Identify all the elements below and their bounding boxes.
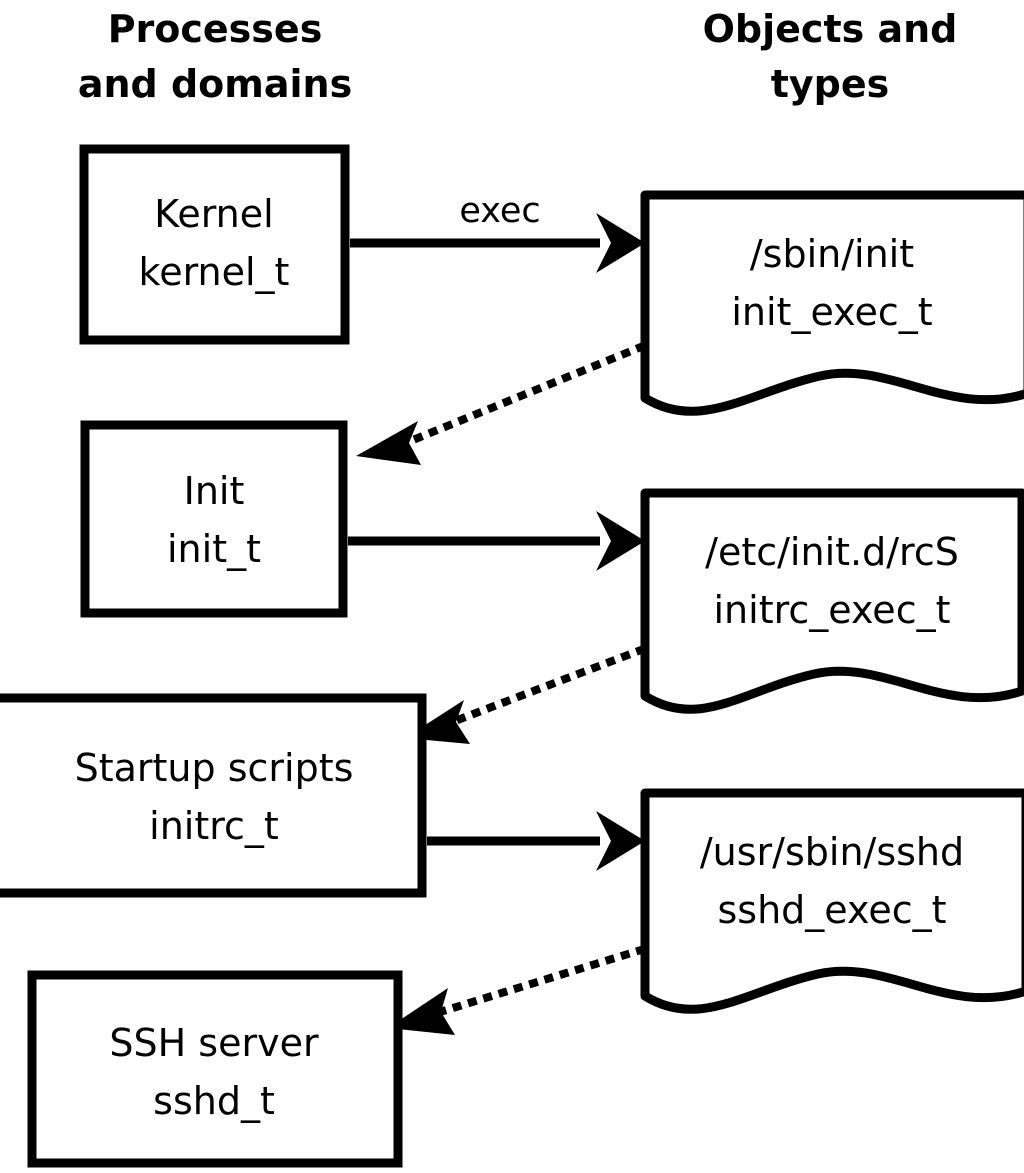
edge-sshd-transition-line xyxy=(434,944,647,1018)
column-heading-objects: Objects and types xyxy=(703,7,958,106)
edge-init-exec-rcs-arrowhead xyxy=(596,511,645,571)
object-node-sbin-init-line1: /sbin/init xyxy=(750,232,914,276)
object-node-sbin-init-shape xyxy=(640,190,1024,416)
edge-init-transition xyxy=(356,341,647,465)
object-node-etc-initd-rcs-line2: initrc_exec_t xyxy=(714,588,951,632)
process-node-ssh-server-line1: SSH server xyxy=(109,1021,319,1065)
process-node-startup-scripts-line1: Startup scripts xyxy=(75,746,354,790)
edge-kernel-exec-init-arrowhead xyxy=(596,213,645,273)
object-node-usr-sbin-sshd-line1: /usr/sbin/sshd xyxy=(700,830,964,874)
edge-label-exec: exec xyxy=(459,191,540,231)
object-node-usr-sbin-sshd-line2: sshd_exec_t xyxy=(717,888,946,932)
process-node-init-line2: init_t xyxy=(167,527,261,571)
edge-initrc-exec-sshd xyxy=(427,811,645,871)
process-node-kernel-line1: Kernel xyxy=(154,192,273,236)
process-node-kernel[interactable]: Kernel kernel_t xyxy=(79,144,350,345)
object-node-sbin-init[interactable]: /sbin/init init_exec_t xyxy=(640,190,1024,416)
process-node-init[interactable]: Init init_t xyxy=(80,420,348,618)
edge-sshd-transition xyxy=(388,944,647,1035)
edge-init-transition-arrowhead xyxy=(356,421,421,465)
edge-init-exec-rcs xyxy=(348,511,645,571)
process-node-startup-scripts-box xyxy=(0,693,427,898)
edge-kernel-exec-init: exec xyxy=(350,191,645,273)
column-heading-processes-line2: and domains xyxy=(78,62,352,106)
process-node-ssh-server[interactable]: SSH server sshd_t xyxy=(27,970,403,1168)
process-node-startup-scripts[interactable]: Startup scripts initrc_t xyxy=(0,693,427,898)
object-node-usr-sbin-sshd[interactable]: /usr/sbin/sshd sshd_exec_t xyxy=(640,788,1024,1014)
column-heading-processes: Processes and domains xyxy=(78,7,352,106)
process-node-init-line1: Init xyxy=(184,469,245,513)
edge-initrc-transition-line xyxy=(449,644,647,727)
process-node-ssh-server-box xyxy=(27,970,403,1168)
edge-init-transition-line xyxy=(402,341,647,448)
object-node-etc-initd-rcs[interactable]: /etc/init.d/rcS initrc_exec_t xyxy=(640,488,1024,714)
edge-sshd-transition-arrowhead xyxy=(388,988,455,1035)
object-node-usr-sbin-sshd-shape xyxy=(640,788,1024,1014)
edge-initrc-transition xyxy=(405,644,647,744)
object-node-etc-initd-rcs-line1: /etc/init.d/rcS xyxy=(705,530,959,574)
process-node-startup-scripts-line2: initrc_t xyxy=(149,804,279,848)
column-heading-objects-line2: types xyxy=(771,62,890,106)
process-node-ssh-server-line2: sshd_t xyxy=(153,1079,275,1123)
object-node-sbin-init-line2: init_exec_t xyxy=(731,290,932,334)
process-node-init-box xyxy=(80,420,348,618)
column-heading-objects-line1: Objects and xyxy=(703,7,958,51)
process-node-kernel-box xyxy=(79,144,350,345)
process-node-kernel-line2: kernel_t xyxy=(139,250,290,294)
object-node-etc-initd-rcs-shape xyxy=(640,488,1024,714)
column-heading-processes-line1: Processes xyxy=(108,7,323,51)
edge-initrc-exec-sshd-arrowhead xyxy=(596,811,645,871)
